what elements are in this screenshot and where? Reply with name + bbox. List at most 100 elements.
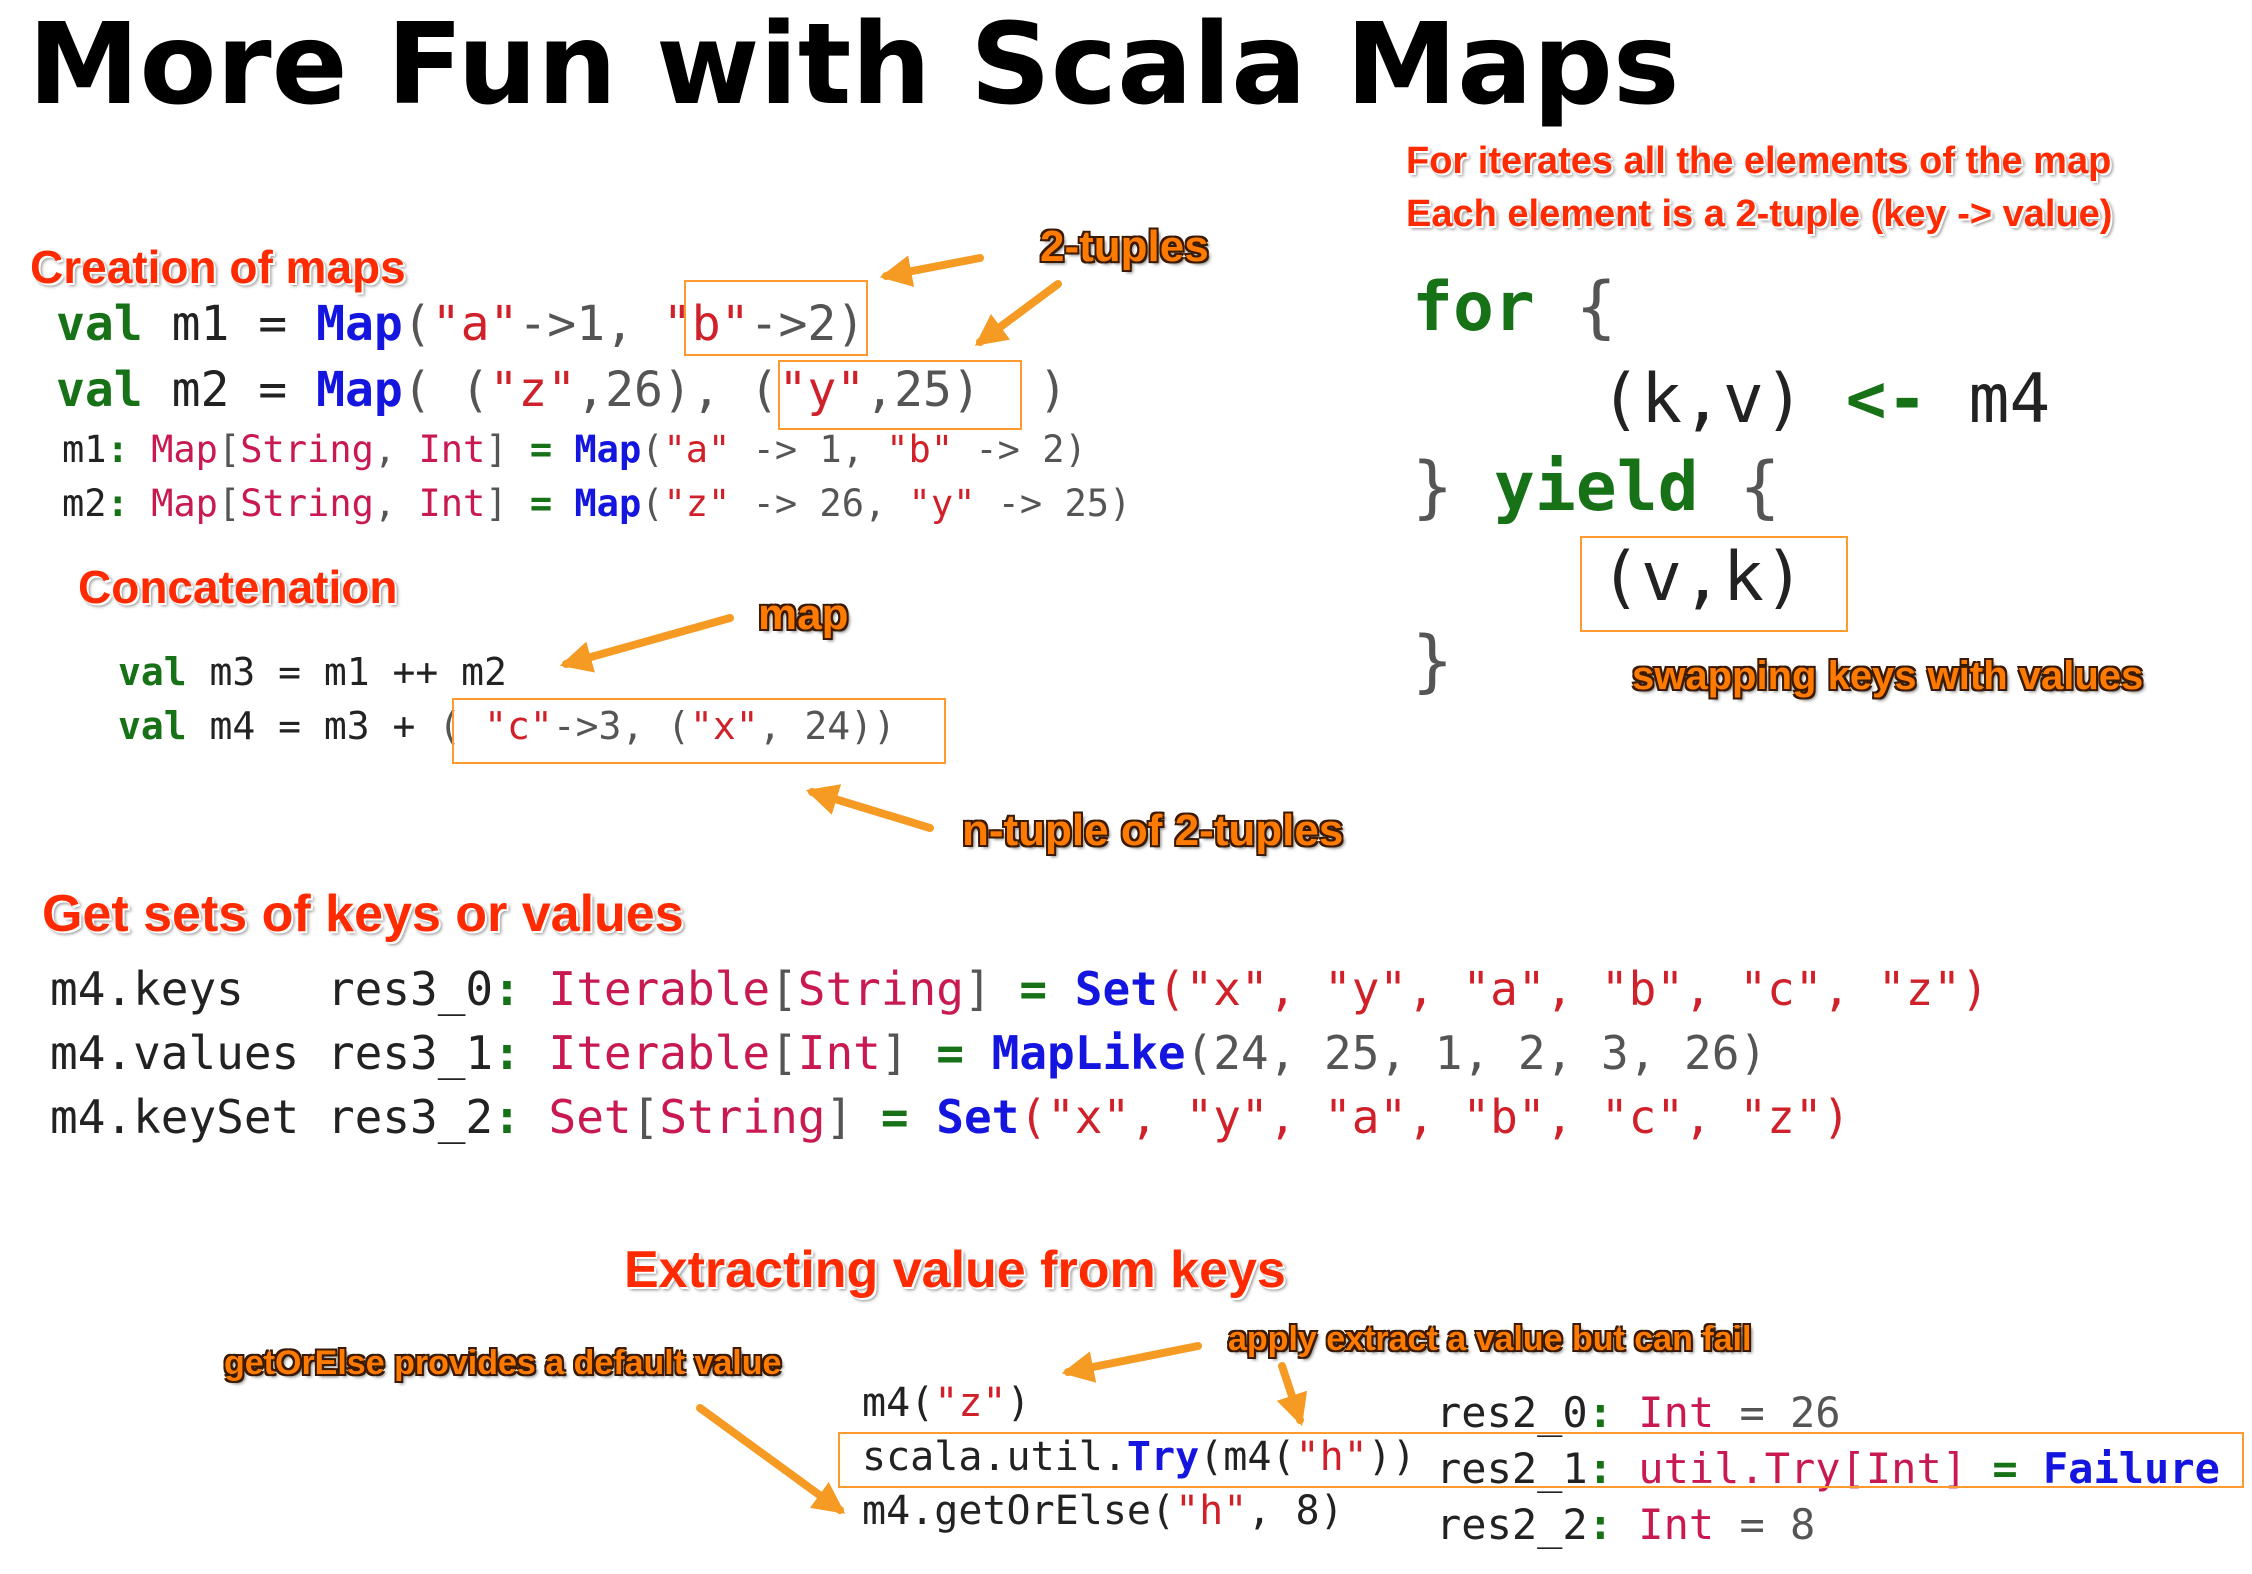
code-text: ->2) (749, 296, 866, 352)
code-text: -> 25) (975, 482, 1132, 525)
for-line-2: (k,v) <- m4 (1600, 360, 2050, 439)
code-text: m4 = m3 + (186, 704, 439, 748)
code-text: ->1, (518, 296, 663, 352)
code-type: Set (548, 1090, 632, 1144)
code-text: , (373, 482, 419, 525)
code-text: ] (963, 962, 992, 1016)
code-text: m1 = (142, 296, 317, 352)
code-line-m4: val m4 = m3 + ( "c"->3, ("x", 24)) (118, 704, 896, 748)
code-text: , 8) (1247, 1488, 1344, 1534)
extract-expr-1: m4("z") (862, 1380, 1031, 1426)
code-text: ) (1006, 1380, 1031, 1426)
code-type: String (240, 482, 374, 525)
code-colon: : (1587, 1444, 1639, 1493)
code-text: ( (641, 482, 664, 525)
for-line-1: for { (1412, 268, 1617, 347)
code-try: Try (1126, 1434, 1200, 1480)
code-arrow: <- (1845, 360, 1928, 439)
code-text: , (373, 428, 419, 471)
code-type: Map (151, 428, 218, 471)
code-colon: : (106, 482, 152, 525)
code-string: "z" (663, 482, 731, 525)
code-text: m4 (1927, 360, 2051, 439)
code-text: -> 1, (730, 428, 887, 471)
extract-result-1: res2_0: Int = 26 (1436, 1388, 1841, 1437)
code-type: Map (151, 482, 218, 525)
highlight-box-try (838, 1432, 2244, 1488)
heading-extracting: Extracting value from keys (624, 1241, 1286, 1299)
highlight-box-y-tuple (778, 360, 1022, 430)
code-type: util.Try[Int] (1638, 1444, 1968, 1493)
code-text: [ (631, 1090, 660, 1144)
for-line-3: } yield { (1412, 448, 1780, 527)
code-colon: : (1587, 1500, 1639, 1549)
sets-row-keys: m4.keys res3_0: Iterable[String] = Set("… (50, 962, 1989, 1016)
code-text: ,25) ) (865, 362, 1068, 418)
code-text: scala.util. (862, 1434, 1127, 1480)
code-ctor: Set (1074, 962, 1158, 1016)
code-text: m3 = m1 ++ m2 (186, 650, 507, 694)
heading-get-sets: Get sets of keys or values (42, 885, 684, 943)
code-text: ] (825, 1090, 854, 1144)
sets-row-values: m4.values res3_1: Iterable[Int] = MapLik… (50, 1026, 1767, 1080)
code-colon: : (493, 1090, 549, 1144)
code-map: Map (316, 296, 403, 352)
code-text: m4( (862, 1380, 935, 1426)
arrow-to-m4-z (1061, 1342, 1202, 1383)
for-note-line1: For iterates all the elements of the map (1406, 140, 2112, 182)
keyword-yield: yield (1493, 448, 1699, 527)
code-string: "z" (934, 1380, 1007, 1426)
extract-expr-3: m4.getOrElse("h", 8) (862, 1488, 1344, 1534)
keyword-val: val (118, 704, 187, 748)
extract-expr-2: scala.util.Try(m4("h")) (862, 1434, 1416, 1480)
code-res: res2_1 (1436, 1444, 1588, 1493)
code-text: } (1412, 448, 1494, 527)
code-values: ("x", "y", "a", "b", "c", "z") (1157, 962, 1989, 1016)
page-title: More Fun with Scala Maps (28, 0, 1680, 130)
arrow-to-n-tuple (805, 784, 934, 832)
code-text: [ (217, 482, 241, 525)
code-text: (m4( (1199, 1434, 1296, 1480)
code-string: "b" (662, 296, 750, 352)
highlight-box-v-k (1580, 536, 1848, 632)
code-equals: = (507, 482, 575, 525)
extract-result-2: res2_1: util.Try[Int] = Failure (1436, 1444, 2220, 1493)
code-colon: : (106, 428, 152, 471)
code-text: [ (770, 962, 798, 1016)
code-res: res2_0 (1436, 1388, 1588, 1437)
code-equals: = (1967, 1444, 2043, 1493)
code-colon: : (493, 962, 549, 1016)
code-text: [ (217, 428, 241, 471)
arrow-to-getorelse (696, 1404, 846, 1514)
code-text: ( (641, 428, 664, 471)
keyword-val: val (56, 296, 143, 352)
code-type: String (240, 428, 374, 471)
code-type: Iterable (548, 1026, 771, 1080)
code-type: Int (418, 428, 486, 471)
for-line-5: } (1412, 622, 1453, 701)
keyword-val: val (118, 650, 187, 694)
arrow-to-b-tuple (879, 254, 984, 287)
code-string: "h" (1175, 1488, 1248, 1534)
code-text: ,26), ( (576, 362, 779, 418)
code-string: "y" (908, 482, 976, 525)
code-string: "b" (886, 428, 954, 471)
code-colon: : (1587, 1388, 1639, 1437)
code-equals: = (507, 428, 575, 471)
code-type: Int (1638, 1388, 1715, 1437)
code-text: ] (485, 482, 508, 525)
code-text: -> 26, (730, 482, 909, 525)
for-note-line2: Each element is a 2-tuple (key -> value) (1406, 193, 2113, 235)
keyword-for: for (1412, 268, 1535, 347)
highlight-box-b-tuple (684, 280, 868, 356)
code-string: "x" (690, 704, 759, 748)
heading-creation-of-maps: Creation of maps (30, 241, 406, 293)
code-type: Iterable (548, 962, 771, 1016)
code-colon: : (493, 1026, 549, 1080)
code-values: (24, 25, 1, 2, 3, 26) (1185, 1026, 1768, 1080)
code-values: ("x", "y", "a", "b", "c", "z") (1019, 1090, 1851, 1144)
code-string: "a" (663, 428, 731, 471)
note-n-tuple: n-tuple of 2-tuples (962, 806, 1344, 855)
sets-row-keyset: m4.keySet res3_2: Set[String] = Set("x",… (50, 1090, 1850, 1144)
